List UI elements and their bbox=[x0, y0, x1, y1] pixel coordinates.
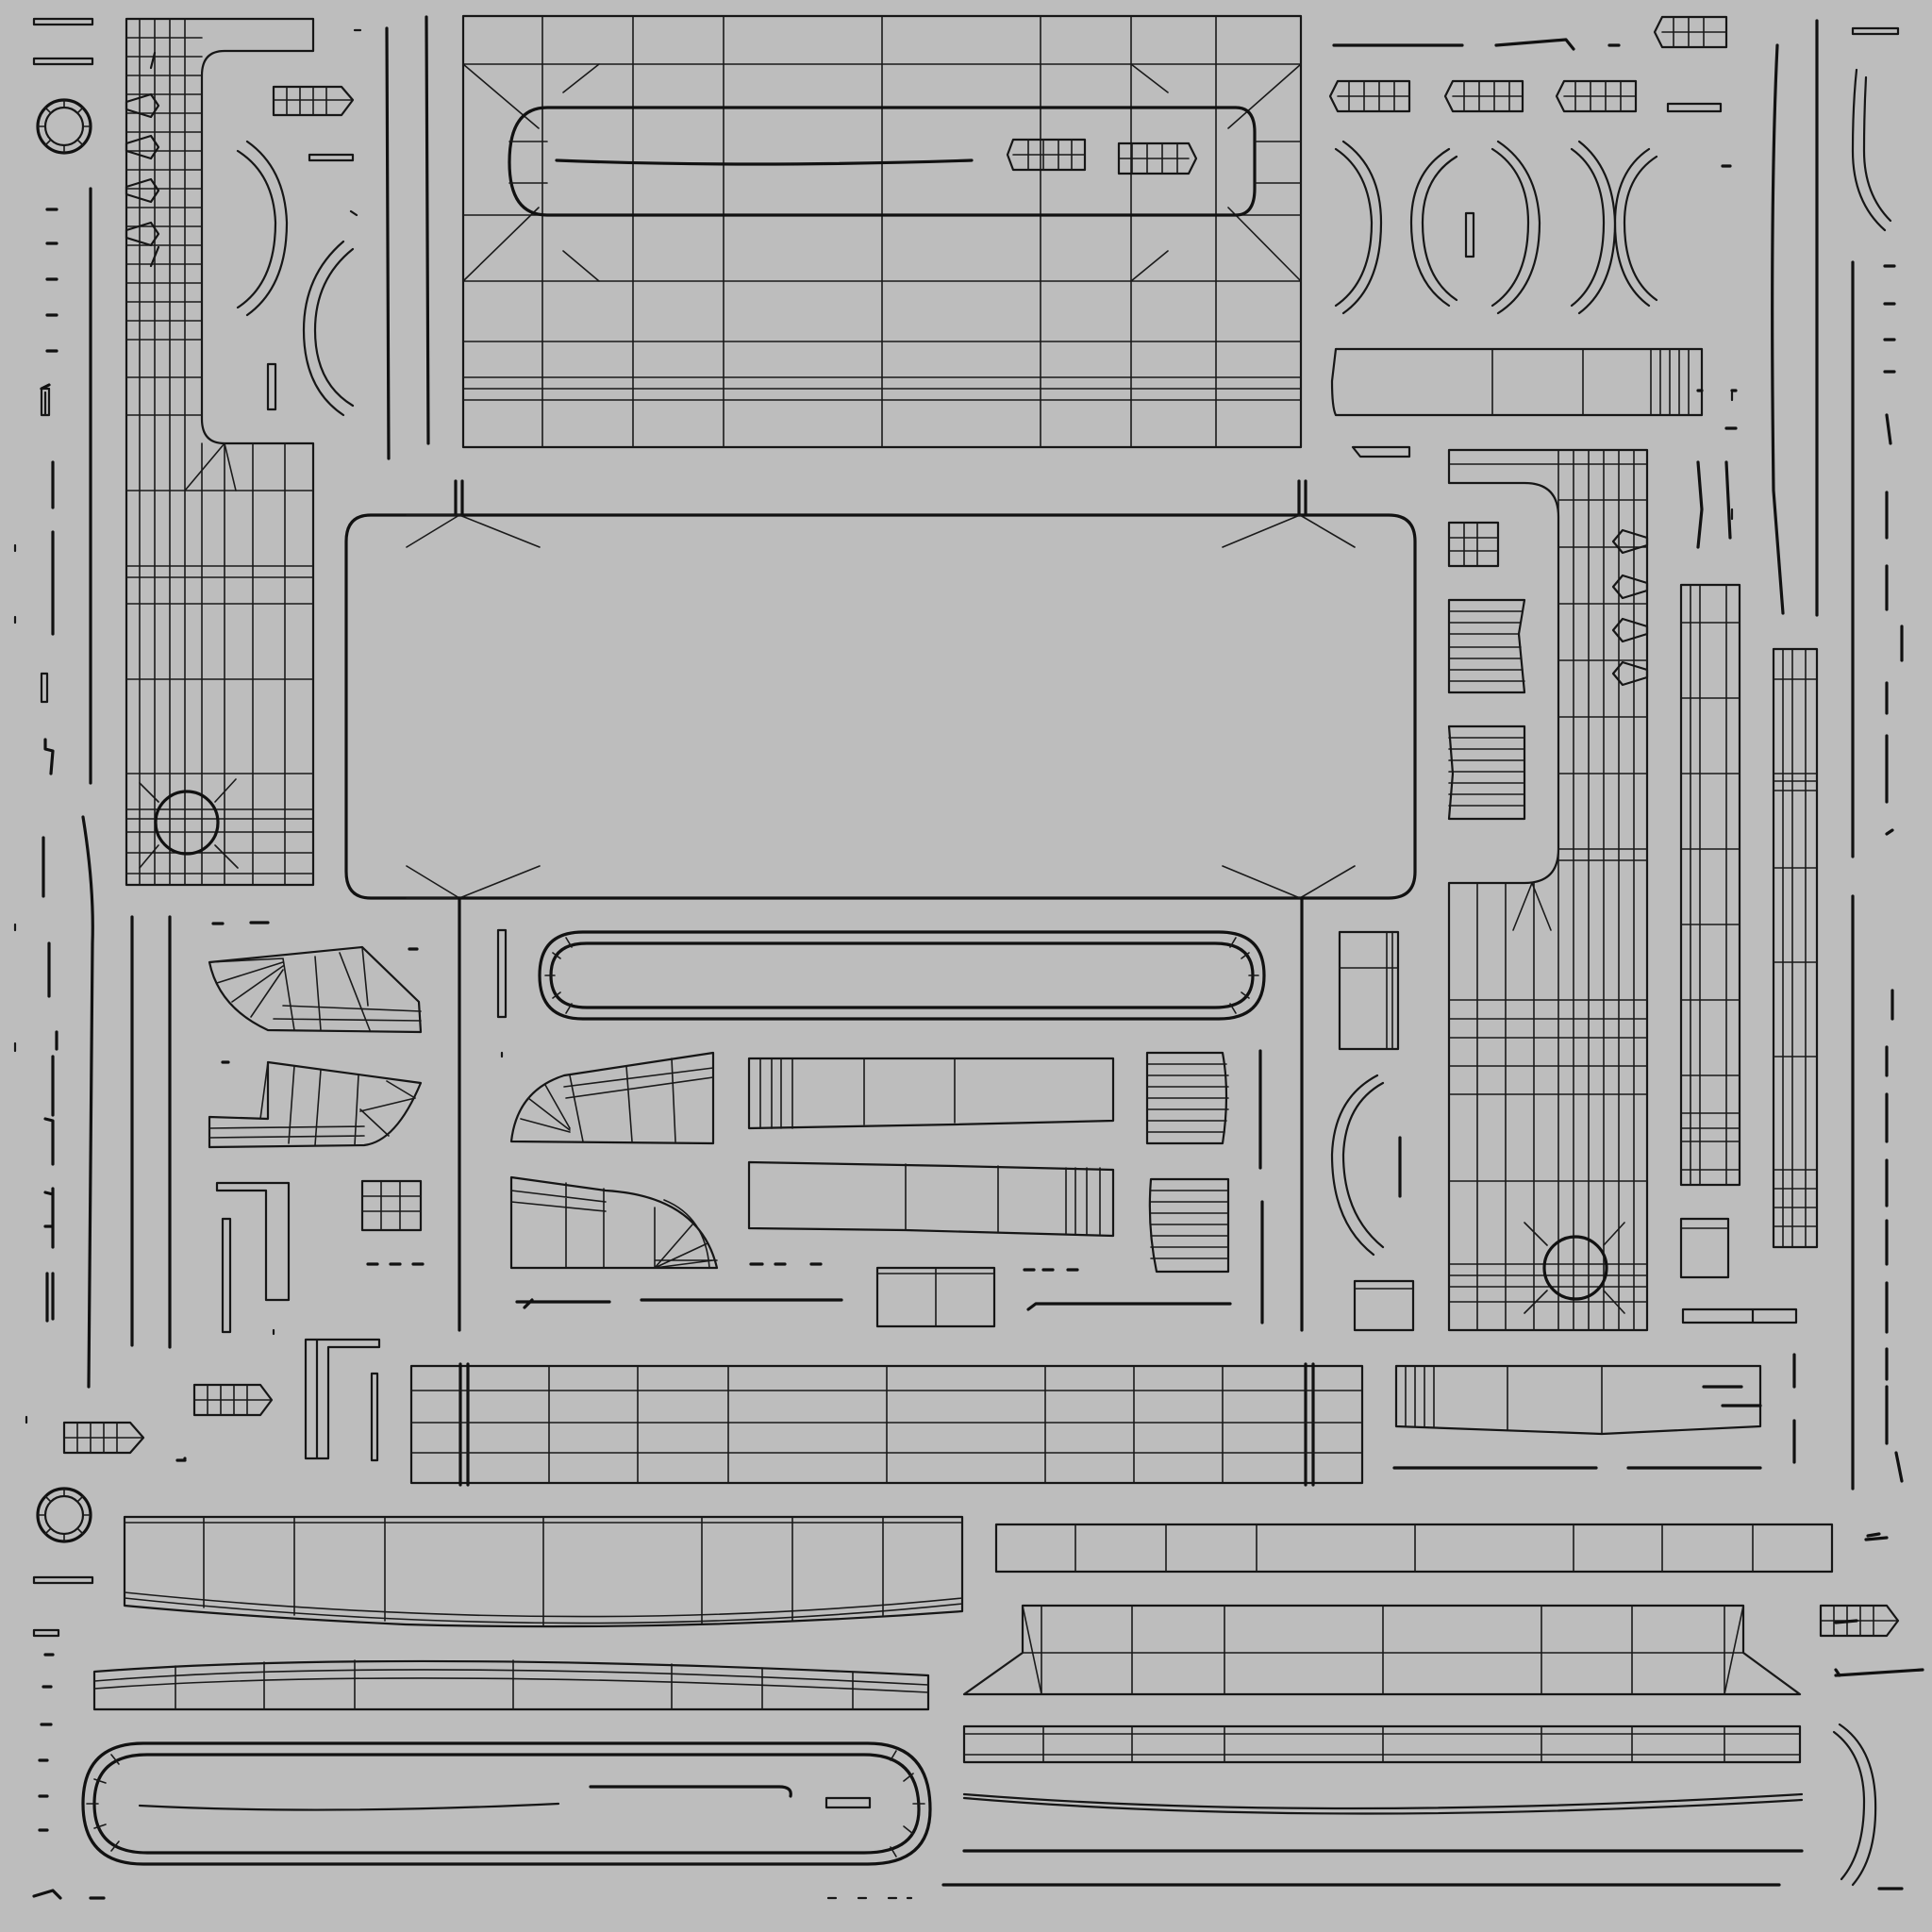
uv-island-right-column-b bbox=[1772, 647, 1819, 1249]
uv-island-top-panel bbox=[461, 14, 1303, 449]
uv-island-racetrack-top bbox=[508, 141, 1302, 184]
uv-island-small-parts bbox=[13, 15, 1924, 1900]
uv-island-trapezoid-strip bbox=[747, 347, 1762, 1436]
uv-island-right-column-a bbox=[1679, 583, 1741, 1187]
uv-island-racetrack-middle bbox=[538, 930, 1266, 1021]
uv-island-arc-pieces bbox=[236, 68, 1892, 1887]
uv-island-right-frame bbox=[1447, 448, 1649, 1332]
uv-island-long-strip-bottom-right bbox=[941, 1523, 1834, 1887]
uv-island-long-strip-bottom-left bbox=[92, 1515, 964, 1711]
uv-island-left-frame bbox=[125, 17, 315, 887]
uv-island-curved-fan-pieces bbox=[208, 945, 719, 1270]
uv-island-large-panel bbox=[344, 479, 1417, 1332]
uv-island-long-strip-middle bbox=[409, 1362, 1364, 1487]
uv-island-racetrack-bottom bbox=[81, 1741, 932, 1866]
